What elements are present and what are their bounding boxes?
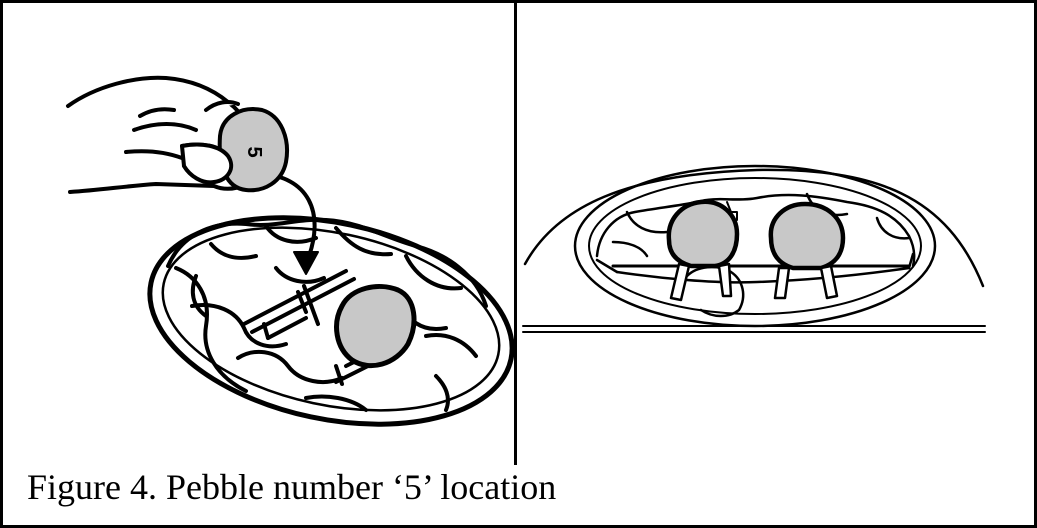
- left-panel: 5: [6, 6, 514, 464]
- arrow-head-icon: [294, 252, 318, 274]
- tray-outer-rim: [575, 166, 935, 326]
- pebble-number-label: 5: [243, 146, 265, 157]
- pebbles-in-tray-side-view-illustration: [517, 6, 1037, 464]
- hand-placing-pebble-illustration: 5: [6, 6, 514, 464]
- right-pebble-pins: [775, 266, 837, 298]
- placed-pebble: [337, 287, 414, 366]
- right-pebble: [771, 204, 843, 268]
- right-panel: [517, 6, 1037, 464]
- figure-caption: Figure 4. Pebble number ‘5’ location: [27, 465, 556, 509]
- tray-outer-rim: [131, 187, 514, 455]
- left-pebble: [669, 202, 737, 266]
- tray-inner-rim: [146, 199, 514, 438]
